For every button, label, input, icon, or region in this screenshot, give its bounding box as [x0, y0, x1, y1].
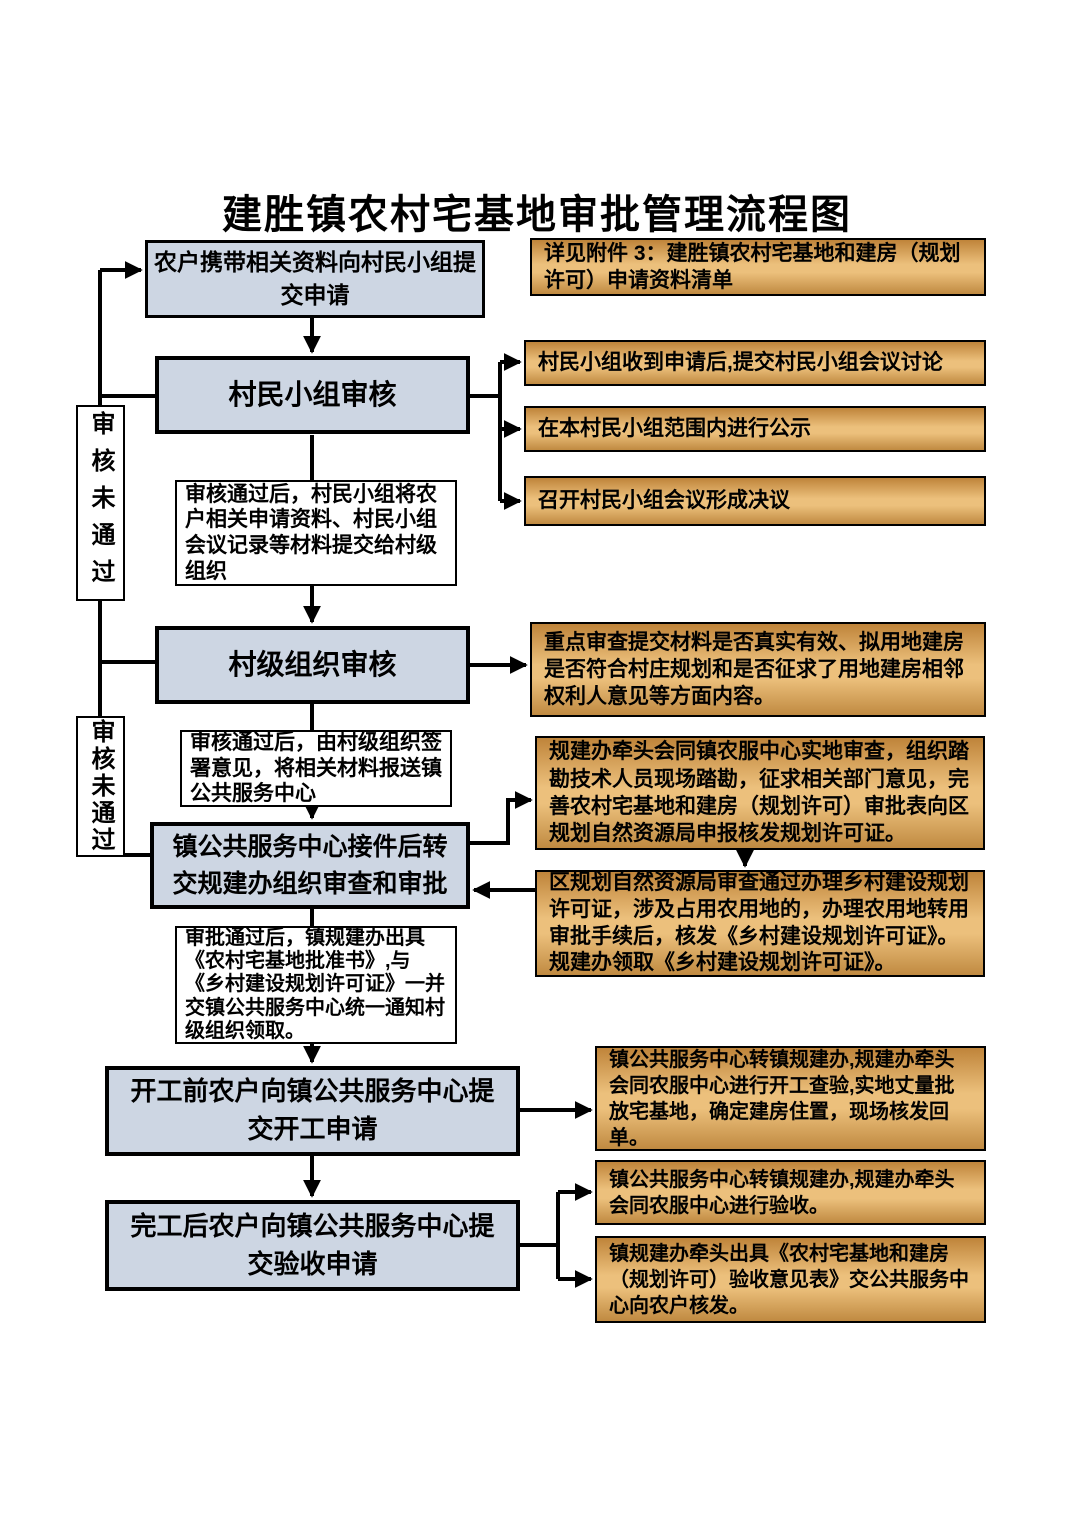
node-village-review: 村级组织审核	[155, 626, 470, 704]
note-acceptance-issue: 镇规建办牵头出具《农村宅基地和建房（规划许可）验收意见表》交公共服务中心向农户核…	[595, 1236, 986, 1323]
note-acceptance-check: 镇公共服务中心转镇规建办,规建办牵头会同农服中心进行验收。	[595, 1160, 986, 1225]
page-title: 建胜镇农村宅基地审批管理流程图	[222, 192, 852, 237]
group-review-branch-line	[470, 362, 502, 501]
note-attachment: 详见附件 3：建胜镇农村宅基地和建房（规划许可）申请资料清单	[530, 238, 986, 296]
note-village-focus: 重点审查提交材料是否真实有效、拟用地建房是否符合村庄规划和是否征求了用地建房相邻…	[530, 622, 986, 717]
note-bureau-review: 区规划自然资源局审查通过办理乡村建设规划许可证，涉及占用农用地的，办理农用地转用…	[535, 870, 985, 977]
note-group-pass: 审核通过后，村民小组将农户相关申请资料、村民小组会议记录等材料提交给村级组织	[175, 480, 457, 586]
node-group-review: 村民小组审核	[155, 356, 470, 434]
note-planning-review: 规建办牵头会同镇农服中心实地审查，组织踏勘技术人员现场踏勘，征求相关部门意见，完…	[535, 736, 985, 850]
arrow-service-center-to-planning-review	[470, 791, 533, 845]
node-service-center: 镇公共服务中心接件后转交规建办组织审查和审批	[150, 822, 470, 909]
note-start-check: 镇公共服务中心转镇规建办,规建办牵头会同农服中心进行开工查验,实地丈量批放宅基地…	[595, 1046, 986, 1151]
note-village-pass: 审核通过后，由村级组织签署意见，将相关材料报送镇公共服务中心	[180, 730, 452, 807]
label-reject-second: 审核未通过	[76, 716, 125, 857]
node-apply: 农户携带相关资料向村民小组提交申请	[145, 240, 485, 318]
node-acceptance-request: 完工后农户向镇公共服务中心提交验收申请	[105, 1200, 520, 1291]
reject-loop-line	[98, 270, 155, 857]
label-reject-first: 审核未通过	[76, 405, 125, 601]
node-start-request: 开工前农户向镇公共服务中心提交开工申请	[105, 1066, 520, 1156]
note-approval-pass: 审批通过后，镇规建办出具《农村宅基地批准书》,与《乡村建设规划许可证》一并交镇公…	[175, 926, 457, 1044]
note-group-step-2: 在本村民小组范围内进行公示	[524, 406, 986, 452]
note-group-step-3: 召开村民小组会议形成决议	[524, 476, 986, 526]
acceptance-branch-line	[520, 1192, 560, 1279]
note-group-step-1: 村民小组收到申请后,提交村民小组会议讨论	[524, 340, 986, 386]
